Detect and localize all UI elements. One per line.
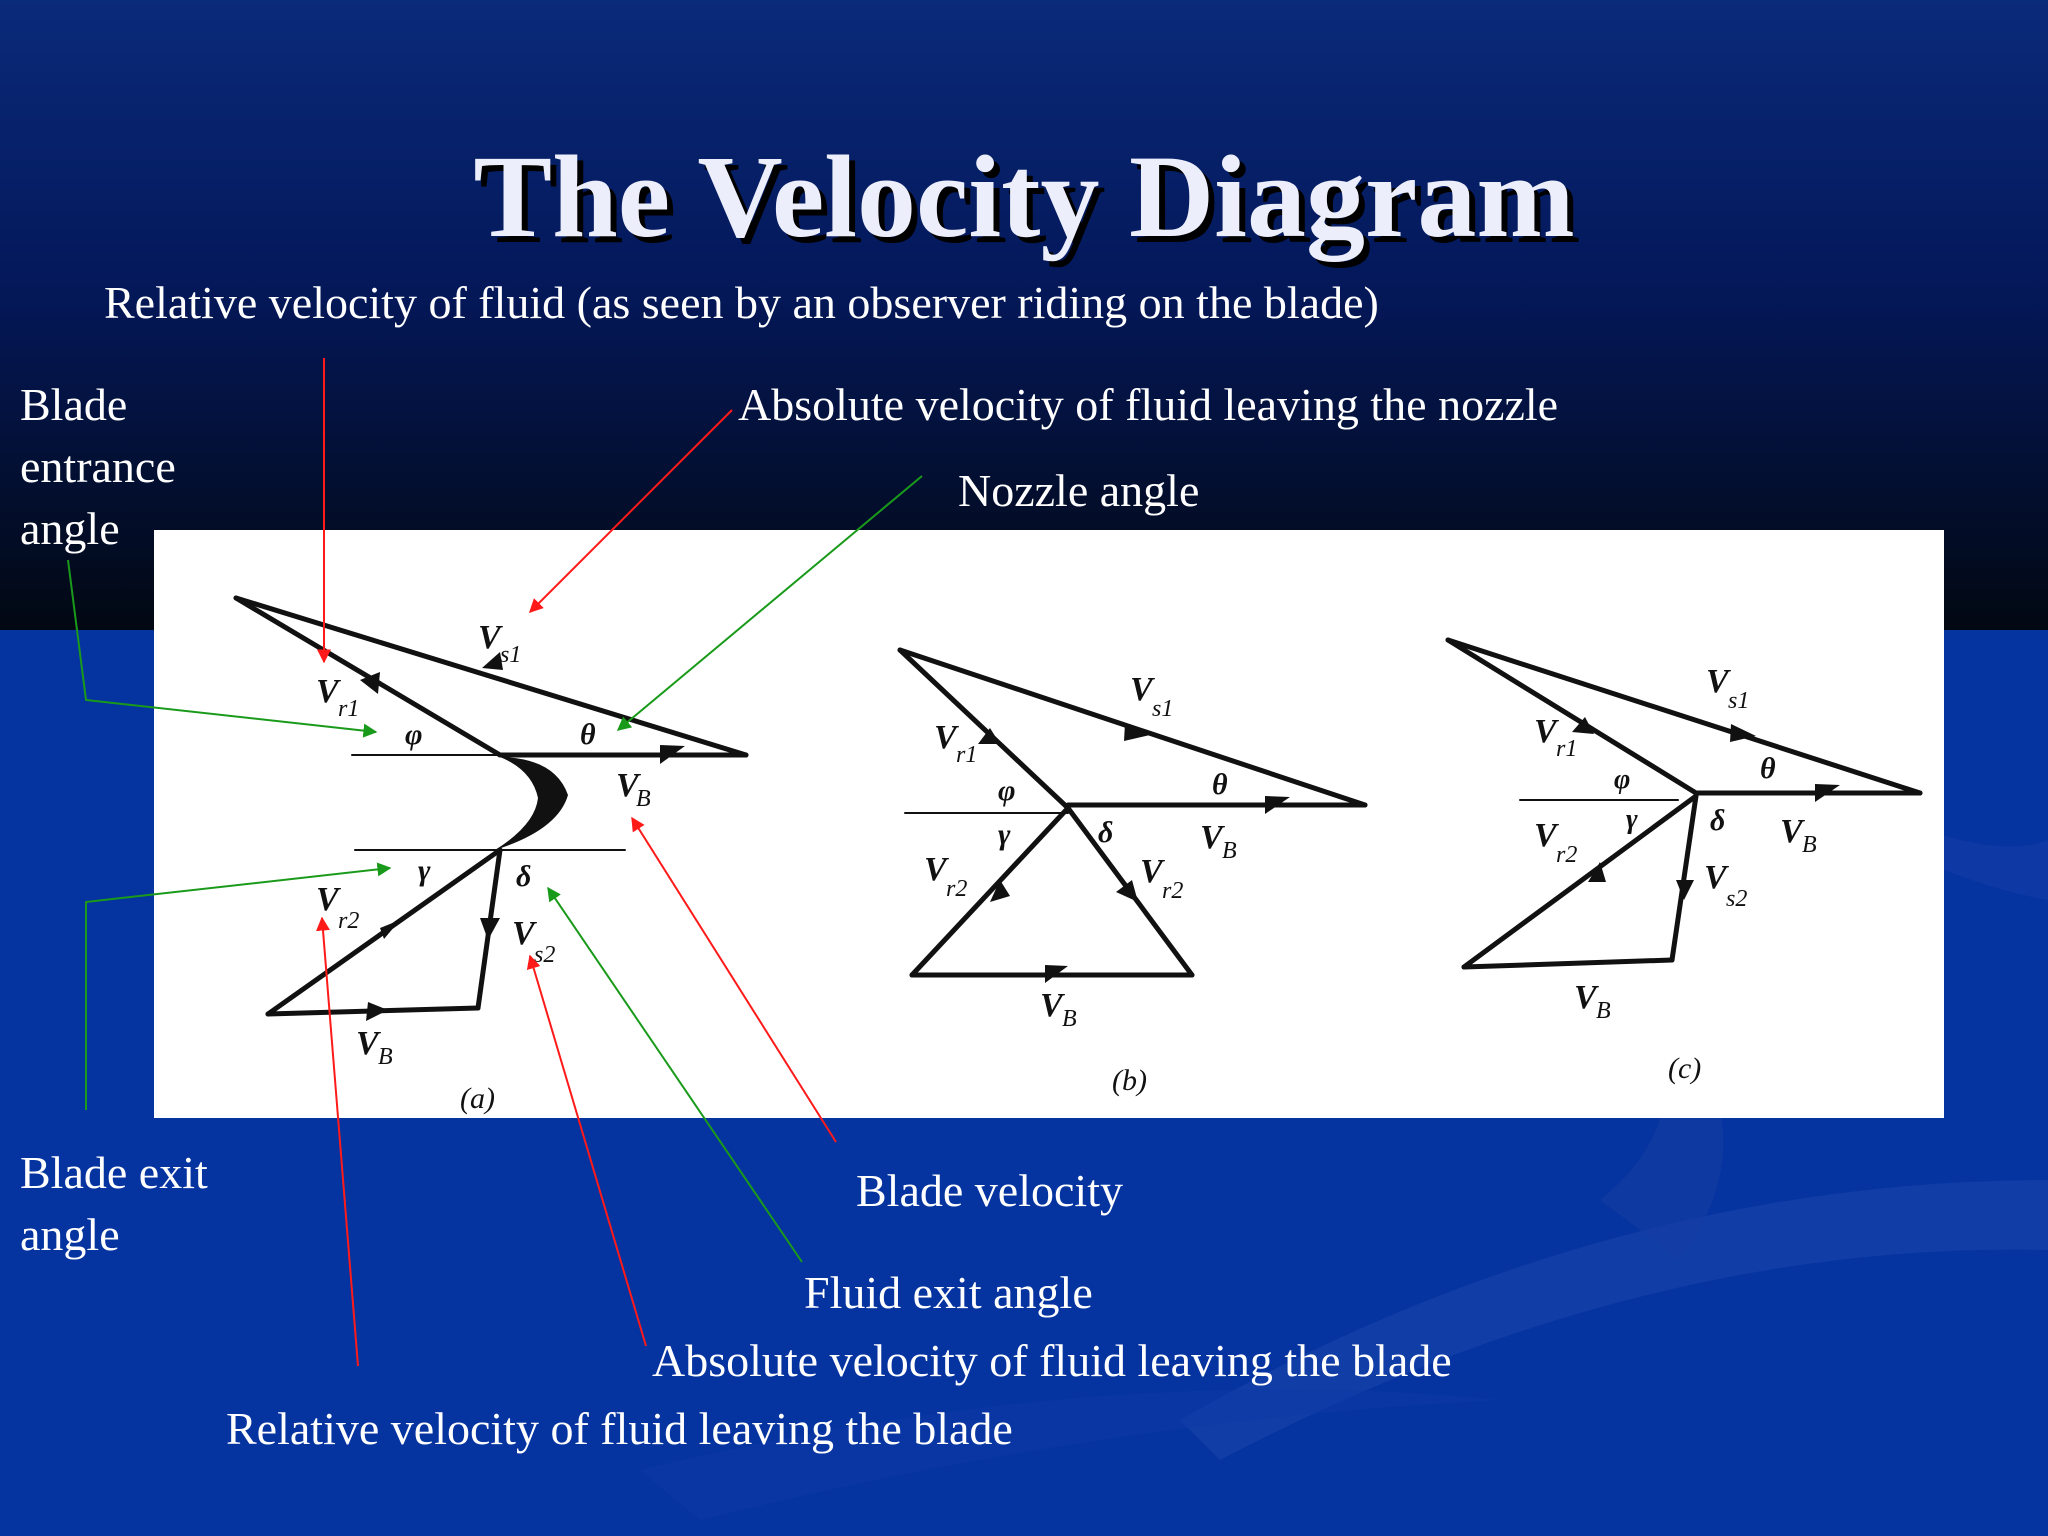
arrow-head [990, 880, 1010, 902]
symbol-theta: θ [580, 718, 596, 751]
symbol-v: V [1040, 987, 1065, 1024]
arrow-head [1730, 724, 1756, 742]
label-relative-velocity: Relative velocity of fluid (as seen by a… [104, 277, 1379, 328]
label-line: entrance [20, 441, 176, 492]
diagram-b: V s1 V r1 φ θ γ δ V B V r2 V r2 V B (b) [897, 647, 1368, 1097]
vector-vr2 [1461, 793, 1699, 970]
caption-c: (c) [1668, 1052, 1701, 1085]
symbol-v: V [934, 719, 959, 756]
decorative-swoosh [640, 1389, 1500, 1520]
subscript-s1: s1 [1152, 696, 1173, 722]
arrow-head [482, 652, 503, 670]
symbol-v: V [1574, 979, 1599, 1016]
label-blade-velocity: Blade velocity [856, 1165, 1123, 1216]
arrow-head [1265, 796, 1290, 814]
symbol-v: V [512, 915, 537, 952]
symbol-v: V [1200, 819, 1225, 856]
subscript-s1: s1 [500, 642, 521, 668]
symbol-v: V [1706, 663, 1731, 700]
subscript-b: B [378, 1044, 393, 1070]
figure-panel: V s1 V r1 φ θ V B γ δ V r2 V s2 V B (a) [154, 530, 1944, 1118]
subscript-s2: s2 [534, 942, 555, 968]
subscript-b: B [1802, 832, 1817, 858]
arrow-head [978, 728, 1000, 744]
subscript-s2: s2 [1726, 886, 1747, 912]
symbol-phi: φ [405, 718, 423, 751]
label-nozzle-angle: Nozzle angle [958, 465, 1200, 516]
arrow-head [1676, 880, 1694, 900]
arrow-head [1588, 862, 1606, 882]
label-blade-entrance-angle: Blade entrance angle [20, 374, 176, 560]
arrow-head [366, 1002, 388, 1021]
label-fluid-exit-angle: Fluid exit angle [804, 1267, 1093, 1318]
symbol-delta: δ [1710, 804, 1725, 837]
symbol-v: V [1534, 817, 1559, 854]
subscript-r2: r2 [1556, 842, 1577, 868]
subscript-r1: r1 [1556, 736, 1577, 762]
arrow-head [380, 920, 400, 939]
symbol-gamma: γ [998, 818, 1011, 851]
vector-vr2 [909, 805, 1071, 978]
subscript-b: B [1596, 998, 1611, 1024]
label-line: angle [20, 503, 120, 554]
slide-title: The Velocity Diagram [473, 131, 1575, 262]
arrow-head [660, 745, 685, 764]
arrow-head [1572, 717, 1594, 734]
vector-vs1 [1445, 637, 1923, 796]
label-blade-exit-angle: Blade exit angle [20, 1142, 208, 1266]
caption-a: (a) [460, 1082, 495, 1115]
symbol-v: V [1534, 713, 1559, 750]
symbol-delta: δ [516, 860, 531, 893]
header-band [0, 0, 2048, 630]
label-absolute-velocity-nozzle: Absolute velocity of fluid leaving the n… [738, 379, 1559, 430]
subscript-r1: r1 [338, 696, 359, 722]
blade-shape [495, 757, 568, 850]
subscript-s1: s1 [1728, 688, 1749, 714]
vector-vr1 [1445, 637, 1699, 796]
vector-vr1 [233, 595, 503, 758]
symbol-phi: φ [998, 774, 1016, 807]
label-absolute-velocity-blade: Absolute velocity of fluid leaving the b… [652, 1335, 1452, 1386]
subscript-b: B [636, 786, 651, 812]
arrow-head [1045, 965, 1068, 983]
vector-vb-bottom [1461, 957, 1675, 970]
vector-vs2 [1669, 793, 1699, 963]
symbol-v: V [1780, 813, 1805, 850]
label-line: Blade exit [20, 1147, 208, 1198]
subscript-b: B [1062, 1006, 1077, 1032]
symbol-theta: θ [1212, 768, 1228, 801]
label-line: Blade [20, 379, 128, 430]
symbol-v: V [1140, 853, 1165, 890]
vector-vr1 [897, 647, 1071, 811]
symbol-v: V [924, 851, 949, 888]
subscript-r1: r1 [956, 742, 977, 768]
symbol-v: V [478, 619, 503, 656]
label-line: angle [20, 1209, 120, 1260]
symbol-theta: θ [1760, 752, 1776, 785]
symbol-delta: δ [1098, 816, 1113, 849]
decorative-swoosh [1180, 1180, 2048, 1460]
symbol-v: V [1130, 671, 1155, 708]
diagram-c: V s1 V r1 φ θ γ δ V B V r2 V s2 V B (c) [1445, 637, 1923, 1085]
symbol-v: V [1704, 859, 1729, 896]
subscript-r2: r2 [1162, 878, 1183, 904]
diagram-a: V s1 V r1 φ θ V B γ δ V r2 V s2 V B (a) [233, 595, 749, 1115]
symbol-phi: φ [1614, 764, 1630, 795]
arrow-head [480, 918, 500, 940]
subscript-b: B [1222, 838, 1237, 864]
symbol-gamma: γ [418, 854, 431, 887]
caption-b: (b) [1112, 1064, 1147, 1097]
label-relative-velocity-blade: Relative velocity of fluid leaving the b… [226, 1403, 1013, 1454]
arrow-head [1815, 784, 1840, 802]
subscript-r2: r2 [338, 908, 359, 934]
symbol-gamma: γ [1626, 804, 1638, 835]
subscript-r2: r2 [946, 876, 967, 902]
symbol-v: V [616, 767, 641, 804]
arrow-head [1116, 880, 1138, 902]
velocity-diagrams-figure: V s1 V r1 φ θ V B γ δ V r2 V s2 V B (a) [233, 595, 1923, 1115]
arrow-head [1124, 723, 1150, 741]
